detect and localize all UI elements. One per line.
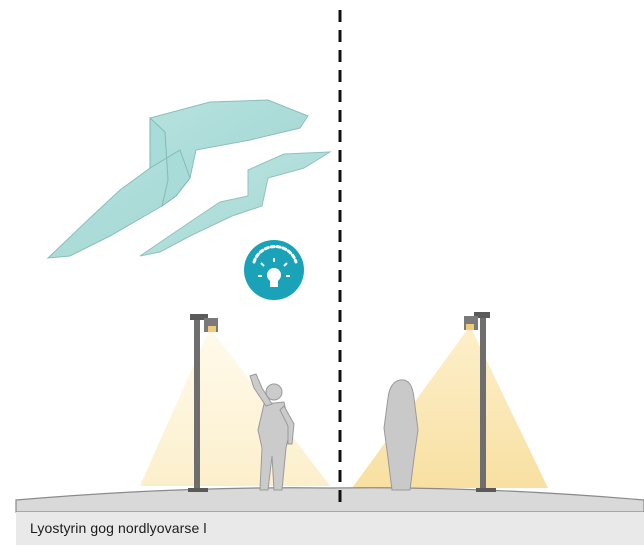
light-bulb-dimmer-icon: [244, 240, 304, 300]
light-cone-left: [140, 328, 330, 486]
caption-text: Lyostyrin gog nordlyovarse l: [30, 520, 207, 536]
ground: [16, 488, 644, 512]
light-cone-right: [352, 326, 548, 488]
